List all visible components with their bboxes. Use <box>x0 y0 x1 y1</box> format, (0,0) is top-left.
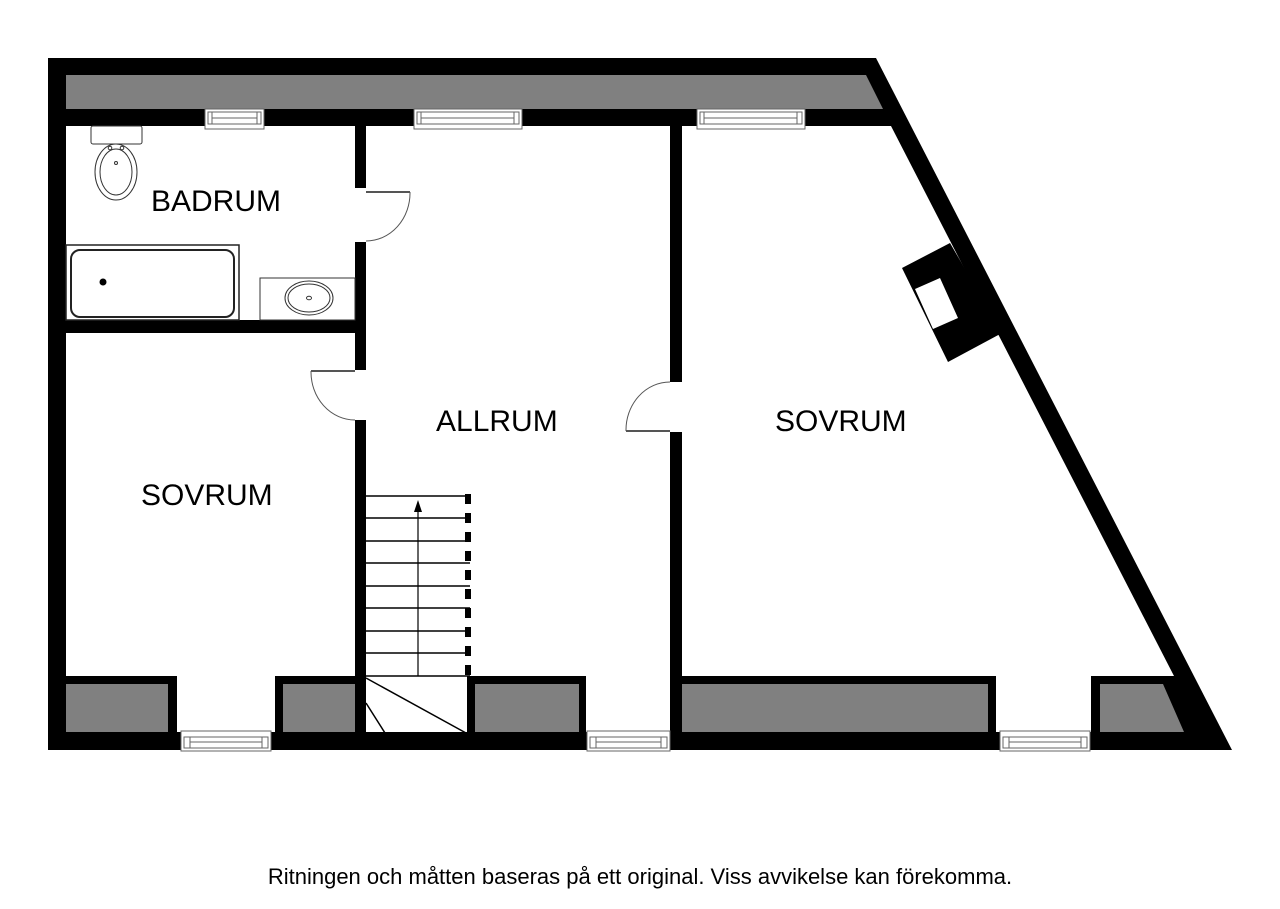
sink-icon <box>259 277 356 321</box>
room-label-allrum: ALLRUM <box>436 405 558 438</box>
disclaimer-text: Ritningen och måtten baseras på ett orig… <box>267 864 1013 889</box>
toilet-icon <box>90 125 143 201</box>
window-bottom-3 <box>999 730 1091 752</box>
door-sovrum-left[interactable] <box>310 370 356 421</box>
door-sovrum-right[interactable] <box>625 381 671 432</box>
doors <box>310 191 671 432</box>
windows <box>180 108 1091 752</box>
interior-walls <box>66 126 682 736</box>
window-bottom-1 <box>180 730 272 752</box>
window-bottom-2 <box>586 730 671 752</box>
room-label-badrum: BADRUM <box>151 185 282 218</box>
staircase-icon <box>365 494 471 734</box>
room-label-sovrum-left: SOVRUM <box>141 479 273 512</box>
room-label-sovrum-right: SOVRUM <box>775 405 907 438</box>
outer-walls <box>48 58 1232 750</box>
window-top-1 <box>204 108 265 130</box>
door-badrum[interactable] <box>365 191 411 242</box>
chimney-icon <box>902 243 1002 362</box>
bottom-storage <box>66 676 1184 736</box>
window-top-2 <box>413 108 523 130</box>
bathtub-icon <box>65 244 240 321</box>
top-eaves <box>66 75 883 109</box>
window-top-3 <box>696 108 806 130</box>
